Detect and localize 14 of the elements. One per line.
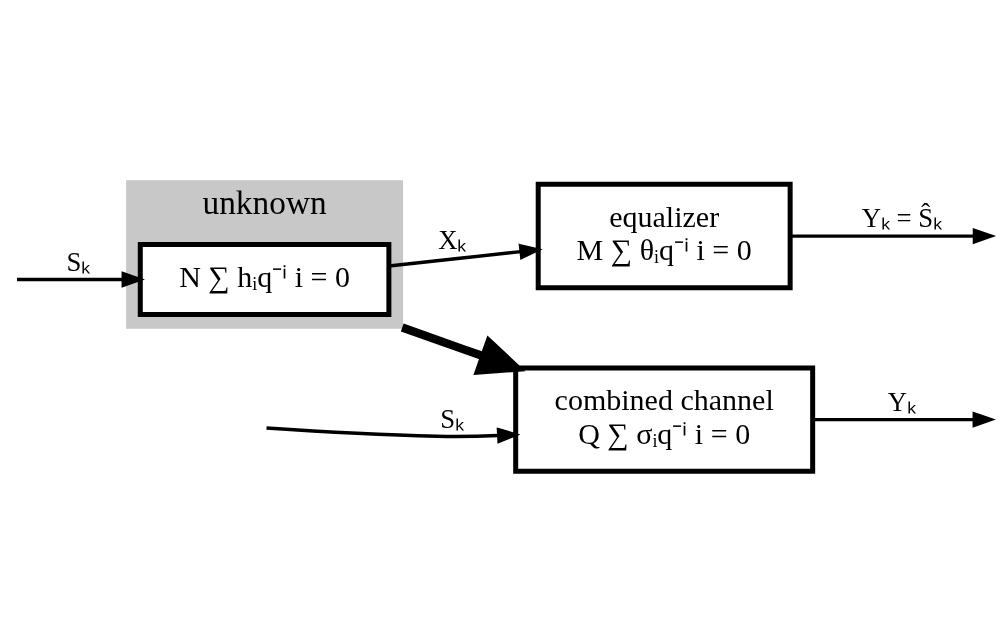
node-box: equalizer M ∑ θᵢq⁻ⁱ i = 0 (535, 181, 793, 291)
arrow (400, 323, 526, 375)
arrow (266, 426, 521, 444)
edge-label: Yₖ = Ŝₖ (861, 203, 943, 234)
node-box: N ∑ hᵢq⁻ⁱ i = 0 (137, 241, 392, 317)
edge-label: Xₖ (438, 225, 467, 256)
arrow (388, 243, 543, 268)
edge-label: Sₖ (66, 246, 91, 277)
arrow (790, 227, 997, 245)
arrow (812, 411, 996, 428)
node-box: combined channel Q ∑ σᵢq⁻ⁱ i = 0 (513, 365, 816, 474)
edge-label: Sₖ (440, 403, 465, 434)
arrow (17, 271, 145, 288)
edge-label: Yₖ (887, 386, 917, 417)
